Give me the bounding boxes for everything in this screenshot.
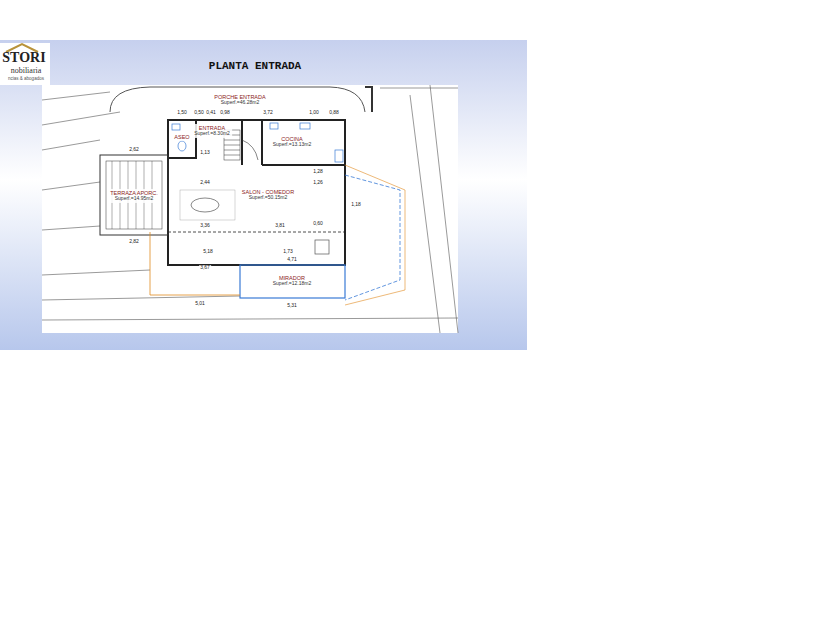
room-area: Superf.=50.15m2 [242,195,294,201]
dimension: 1,18 [350,202,362,208]
logo-box [0,43,50,85]
dimension: 1,73 [282,249,294,255]
dimension: 2,82 [128,239,140,245]
dimension: 3,36 [199,223,211,229]
dimension: 4,71 [286,257,298,263]
dimension: 0,41 [205,110,217,116]
dimension: 1,28 [312,169,324,175]
room-label: PORCHE ENTRADASuperf.=46.28m2 [212,93,267,107]
dimension: 2,62 [128,147,140,153]
banner-panel [0,40,527,350]
dimension: 3,67 [199,265,211,271]
dimension: 0,88 [328,110,340,116]
room-area: Superf.=13.13m2 [273,142,312,148]
dimension: 0,60 [312,221,324,227]
dimension: 0,98 [219,110,231,116]
room-name: ASEO [174,134,189,140]
dimension: 0,50 [193,110,205,116]
logo-text: ncias & abogados [8,77,44,82]
room-label: TERRAZA APORC.Superf.=14.95m2 [108,189,160,203]
plan-title: PLANTA ENTRADA [209,60,301,72]
plan-sheet [42,85,458,333]
dimension: 1,00 [308,110,320,116]
fixtures [172,123,343,254]
room-label: ASEO [172,133,191,141]
dimension: 3,81 [274,223,286,229]
room-label: SALON - COMEDORSuperf.=50.15m2 [240,188,296,202]
dimension: 1,50 [176,110,188,116]
terrace-and-mirador [100,155,405,305]
room-area: Superf.=46.28m2 [214,100,265,106]
logo-text: STORI [2,50,45,65]
room-area: Superf.=8.30m2 [194,131,230,137]
dimension: 5,18 [202,249,214,255]
room-label: COCINASuperf.=13.13m2 [271,135,314,149]
room-label: MIRADORSuperf.=12.18m2 [271,274,314,288]
walls [168,120,345,265]
room-label: ENTRADASuperf.=8.30m2 [192,124,232,138]
room-area: Superf.=14.95m2 [110,196,158,202]
dimension: 1,26 [312,180,324,186]
logo-text: nobiliaria [11,67,42,76]
dimension: 2,44 [199,180,211,186]
dimension: 1,13 [199,150,211,156]
site-lines [42,85,458,333]
dimension: 3,72 [262,110,274,116]
room-area: Superf.=12.18m2 [273,281,312,287]
dimension: 5,31 [286,303,298,309]
dimension: 5,01 [194,301,206,307]
